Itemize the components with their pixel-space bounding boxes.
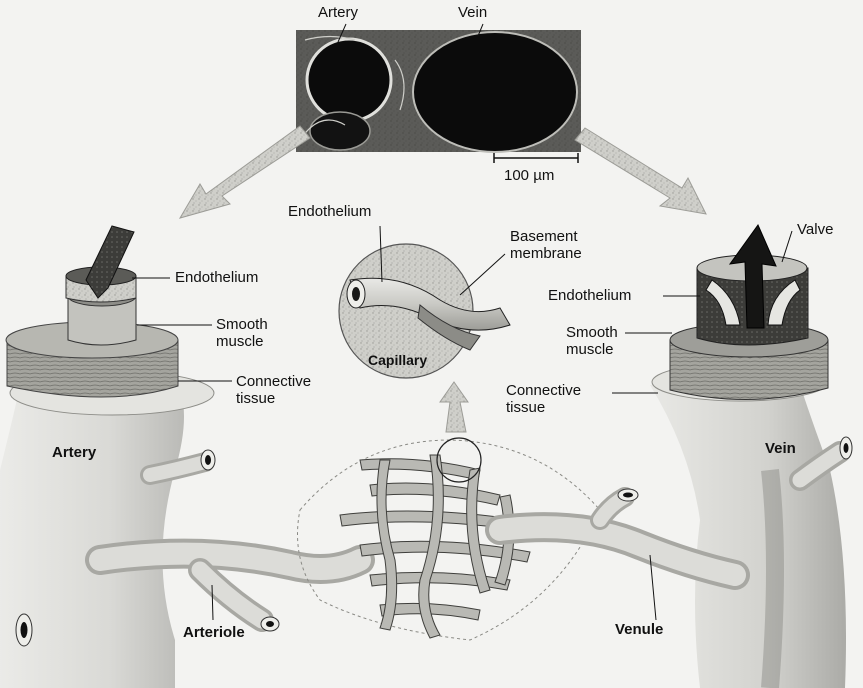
vein-cross-section [612,225,846,688]
artery-connective-label-1: Connective [236,374,311,390]
capillary-basement-label-2: membrane [510,246,582,262]
arteriole-label: Arteriole [183,625,245,641]
capillary-basement-label-1: Basement [510,229,578,245]
vein-smooth-muscle-label-1: Smooth [566,325,618,341]
venule-label: Venule [615,622,663,638]
artery-connective-label-2: tissue [236,391,275,407]
vein-valve-label: Valve [797,222,833,238]
artery-title: Artery [52,445,96,461]
micrograph [296,24,581,163]
micrograph-vein-lumen [413,32,577,152]
scale-bar-label: 100 µm [504,168,554,184]
vein-connective-label-2: tissue [506,400,545,416]
artery-smooth-muscle-label-2: muscle [216,334,264,350]
artery-smooth-muscle-label-1: Smooth [216,317,268,333]
micrograph-artery-label: Artery [318,5,358,21]
scale-bar [494,153,578,163]
capillary-title: Capillary [368,352,427,368]
micrograph-artery-lumen [307,39,391,121]
capillary-endothelium-label: Endothelium [288,204,371,220]
vein-endothelium-label: Endothelium [548,288,631,304]
artery-endothelium-label: Endothelium [175,270,258,286]
capillary-inset [339,226,510,432]
arrow-to-capillary [440,382,468,432]
vein-title: Vein [765,441,796,457]
arrow-to-vein [575,128,706,214]
micrograph-vein-label: Vein [458,5,487,21]
vein-smooth-muscle-label-2: muscle [566,342,614,358]
vein-connective-label-1: Connective [506,383,581,399]
